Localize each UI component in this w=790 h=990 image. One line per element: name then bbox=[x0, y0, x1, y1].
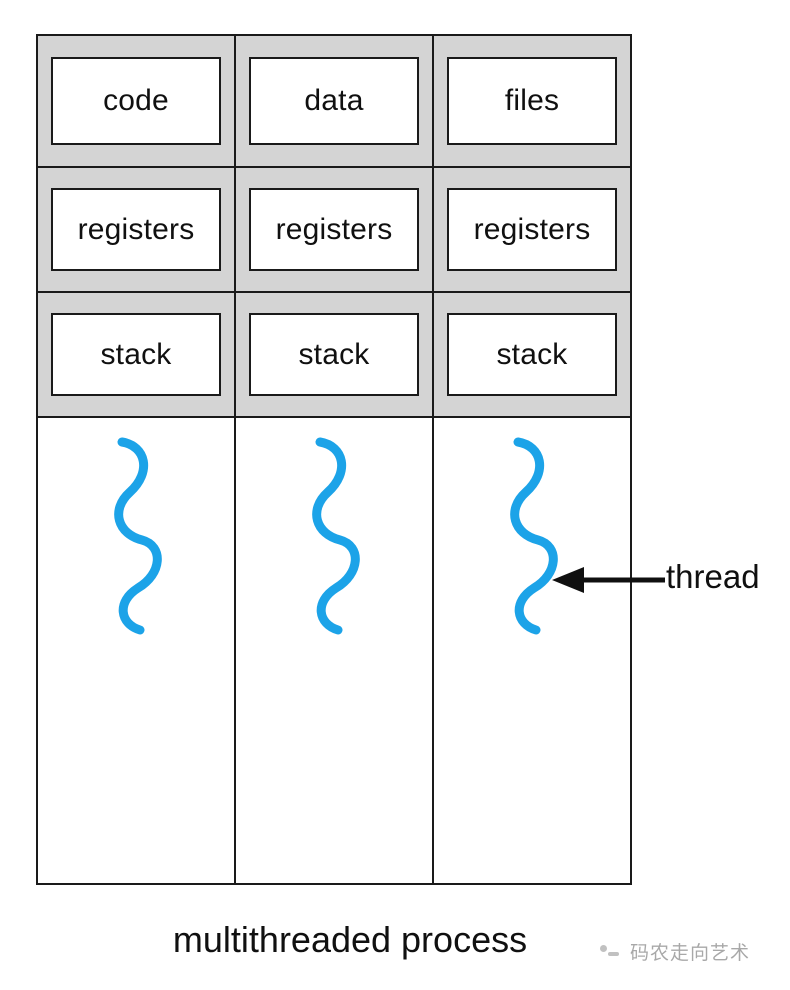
cell-stack-1: stack bbox=[38, 293, 234, 416]
diagram-caption: multithreaded process bbox=[172, 919, 528, 960]
multithreaded-process-frame: code data files registers registers re bbox=[36, 34, 632, 885]
thread-squiggle-1 bbox=[114, 437, 162, 635]
thread-squiggle-2 bbox=[312, 437, 360, 635]
thread-squiggle-3 bbox=[510, 437, 558, 635]
thread-columns bbox=[38, 418, 630, 883]
box-stack-3: stack bbox=[447, 313, 617, 396]
thread-column-3 bbox=[432, 418, 630, 883]
box-code: code bbox=[51, 57, 221, 145]
cell-registers-1: registers bbox=[38, 168, 234, 291]
box-stack-2: stack bbox=[249, 313, 419, 396]
cell-stack-2: stack bbox=[234, 293, 432, 416]
row-code-data-files: code data files bbox=[38, 36, 630, 168]
row-stack: stack stack stack bbox=[38, 293, 630, 418]
shared-resources-band: code data files registers registers re bbox=[38, 36, 630, 418]
cell-stack-3: stack bbox=[432, 293, 630, 416]
camera-logo-icon bbox=[596, 938, 622, 965]
cell-files: files bbox=[432, 36, 630, 166]
box-files: files bbox=[447, 57, 617, 145]
cell-registers-2: registers bbox=[234, 168, 432, 291]
watermark-text: 码农走向艺术 bbox=[630, 943, 751, 964]
watermark: 码农走向艺术 bbox=[596, 938, 750, 965]
box-stack-1: stack bbox=[51, 313, 221, 396]
cell-data: data bbox=[234, 36, 432, 166]
cell-registers-3: registers bbox=[432, 168, 630, 291]
box-registers-2: registers bbox=[249, 188, 419, 271]
box-registers-3: registers bbox=[447, 188, 617, 271]
box-data: data bbox=[249, 57, 419, 145]
thread-column-1 bbox=[38, 418, 234, 883]
thread-pointer-arrow-icon bbox=[552, 567, 665, 593]
thread-annotation-label: thread bbox=[666, 558, 760, 595]
row-registers: registers registers registers bbox=[38, 168, 630, 293]
thread-column-2 bbox=[234, 418, 432, 883]
box-registers-1: registers bbox=[51, 188, 221, 271]
cell-code: code bbox=[38, 36, 234, 166]
